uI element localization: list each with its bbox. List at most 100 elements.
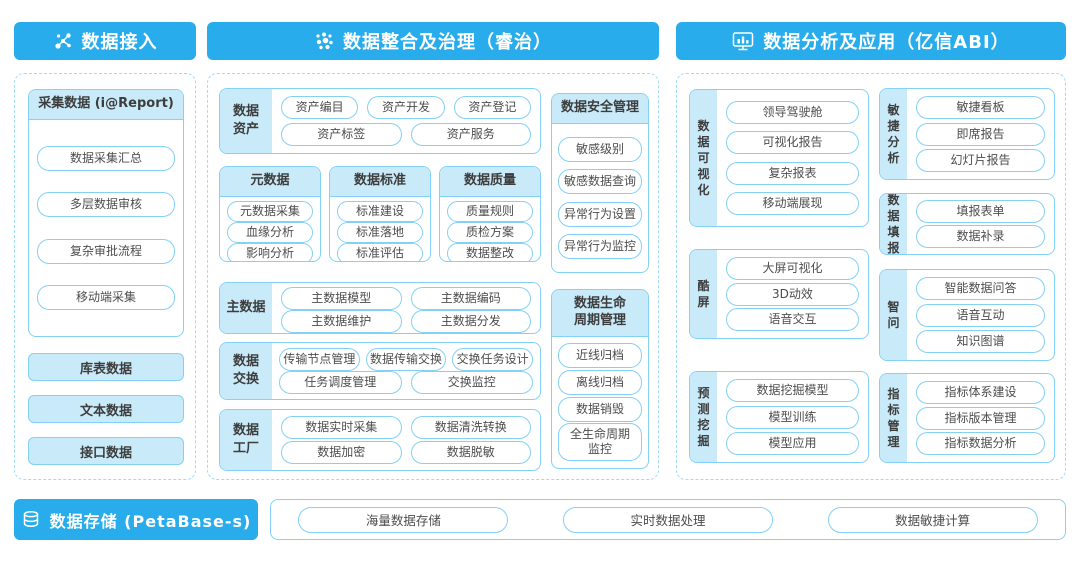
item-pill: 异常行为监控: [558, 234, 642, 260]
analysis-panel: 数据可视化 领导驾驶舱 可视化报告 复杂报表 移动端展现 酷屏 大屏可视化 3D…: [676, 73, 1066, 480]
analysis-title: 数据分析及应用（亿信ABI）: [763, 32, 1010, 53]
item-pill: 主数据编码: [410, 287, 531, 310]
smart-ask-group: 智问 智能数据问答 语音互动 知识图谱: [879, 269, 1055, 361]
item-pill: 移动端展现: [726, 191, 859, 215]
item-pill: 质检方案: [447, 221, 533, 243]
item-pill: 数据实时采集: [281, 416, 402, 439]
master-data-group: 主数据 主数据模型 主数据编码 主数据维护 主数据分发: [219, 282, 541, 334]
item-pill: 复杂审批流程: [37, 238, 175, 264]
item-pill: 数据销毁: [558, 396, 642, 422]
item-pill: 知识图谱: [916, 329, 1045, 353]
item-pill: 可视化报告: [726, 131, 859, 155]
lifecycle-title: 数据生命 周期管理: [552, 290, 648, 337]
item-pill: 数据整改: [447, 242, 533, 261]
cool-screen-items: 大屏可视化 3D动效 语音交互: [717, 250, 868, 338]
governance-title: 数据整合及治理（睿治）: [343, 32, 552, 53]
metadata-title: 元数据: [220, 167, 320, 197]
item-pill: 标准建设: [337, 200, 423, 222]
cool-screen-label: 酷屏: [690, 250, 717, 338]
item-pill: 数据挖掘模型: [726, 379, 859, 403]
storage-item: 数据敏捷计算: [827, 506, 1038, 533]
data-security-box: 数据安全管理 敏感级别 敏感数据查询 异常行为设置 异常行为监控: [551, 93, 649, 273]
smart-ask-label: 智问: [880, 270, 907, 360]
monitor-chart-icon: [733, 32, 754, 51]
item-pill: 移动端采集: [37, 285, 175, 311]
data-visualization-group: 数据可视化 领导驾驶舱 可视化报告 复杂报表 移动端展现: [689, 89, 869, 227]
data-standard-title: 数据标准: [330, 167, 430, 197]
cool-screen-group: 酷屏 大屏可视化 3D动效 语音交互: [689, 249, 869, 339]
item-pill: 模型训练: [726, 405, 859, 429]
metric-management-items: 指标体系建设 指标版本管理 指标数据分析: [907, 374, 1054, 462]
data-filling-items: 填报表单 数据补录: [907, 194, 1054, 254]
network-icon: [54, 33, 71, 49]
storage-item: 实时数据处理: [562, 506, 773, 533]
item-pill: 资产标签: [281, 122, 402, 146]
item-pill: 敏感级别: [558, 136, 642, 162]
item-pill: 3D动效: [726, 282, 859, 306]
database-icon: [23, 510, 38, 527]
item-pill: 数据采集汇总: [37, 145, 175, 171]
item-pill: 近线归档: [558, 343, 642, 369]
item-pill: 数据清洗转换: [410, 416, 531, 439]
governance-header: 数据整合及治理（睿治）: [207, 22, 659, 60]
predict-mining-items: 数据挖掘模型 模型训练 模型应用: [717, 372, 868, 462]
item-pill: 资产编目: [281, 96, 359, 120]
item-pill: 异常行为设置: [558, 201, 642, 227]
data-exchange-label: 数据 交换: [220, 343, 272, 399]
item-pill: 智能数据问答: [916, 277, 1045, 301]
source-item-table: 库表数据: [28, 353, 184, 381]
item-pill: 交换任务设计: [452, 347, 534, 371]
item-pill: 资产开发: [367, 96, 445, 120]
item-pill: 指标体系建设: [916, 380, 1045, 404]
item-pill: 元数据采集: [227, 200, 313, 222]
item-pill: 数据加密: [281, 441, 402, 464]
item-pill: 主数据维护: [281, 310, 402, 333]
collect-data-title: 采集数据 (i@Report): [29, 90, 183, 120]
lifecycle-box: 数据生命 周期管理 近线归档 离线归档 数据销毁 全生命周期 监控: [551, 289, 649, 469]
agile-analysis-items: 敏捷看板 即席报告 幻灯片报告: [907, 89, 1054, 179]
agile-analysis-group: 敏捷分析 敏捷看板 即席报告 幻灯片报告: [879, 88, 1055, 180]
item-pill: 资产服务: [410, 122, 531, 146]
dots-cluster-icon: [316, 32, 333, 50]
metric-management-label: 指标管理: [880, 374, 907, 462]
data-access-panel: 采集数据 (i@Report) 数据采集汇总 多层数据审核 复杂审批流程 移动端…: [14, 73, 196, 480]
item-pill: 血缘分析: [227, 221, 313, 243]
data-quality-box: 数据质量 质量规则 质检方案 数据整改: [439, 166, 541, 262]
item-pill: 语音交互: [726, 308, 859, 332]
data-asset-items: 资产编目 资产开发 资产登记 资产标签 资产服务: [272, 89, 540, 153]
source-item-text: 文本数据: [28, 395, 184, 423]
storage-item: 海量数据存储: [298, 506, 509, 533]
analysis-header: 数据分析及应用（亿信ABI）: [676, 22, 1066, 60]
item-pill: 填报表单: [916, 200, 1045, 223]
source-item-api: 接口数据: [28, 437, 184, 465]
predict-mining-group: 预测挖掘 数据挖掘模型 模型训练 模型应用: [689, 371, 869, 463]
storage-items-container: 海量数据存储 实时数据处理 数据敏捷计算: [270, 499, 1066, 540]
data-visualization-label: 数据可视化: [690, 90, 717, 226]
item-pill: 资产登记: [453, 96, 531, 120]
data-access-title: 数据接入: [81, 32, 158, 53]
item-pill: 复杂报表: [726, 161, 859, 185]
item-pill: 指标数据分析: [916, 432, 1045, 456]
agile-analysis-label: 敏捷分析: [880, 89, 907, 179]
item-pill: 语音互动: [916, 303, 1045, 327]
metric-management-group: 指标管理 指标体系建设 指标版本管理 指标数据分析: [879, 373, 1055, 463]
metadata-box: 元数据 元数据采集 血缘分析 影响分析: [219, 166, 321, 262]
data-access-header: 数据接入: [14, 22, 196, 60]
item-pill: 数据脱敏: [410, 441, 531, 464]
data-quality-title: 数据质量: [440, 167, 540, 197]
item-pill: 全生命周期 监控: [558, 423, 642, 462]
data-standard-box: 数据标准 标准建设 标准落地 标准评估: [329, 166, 431, 262]
item-pill: 数据补录: [916, 225, 1045, 248]
item-pill: 幻灯片报告: [916, 148, 1045, 172]
collect-data-items: 数据采集汇总 多层数据审核 复杂审批流程 移动端采集: [29, 120, 183, 336]
data-filling-label: 数据填报: [880, 194, 907, 254]
item-pill: 领导驾驶舱: [726, 101, 859, 125]
item-pill: 标准评估: [337, 242, 423, 261]
data-factory-group: 数据 工厂 数据实时采集 数据清洗转换 数据加密 数据脱敏: [219, 409, 541, 471]
governance-panel: 数据 资产 资产编目 资产开发 资产登记 资产标签 资产服务 元数据 元数据采集…: [207, 73, 659, 480]
data-security-title: 数据安全管理: [552, 94, 648, 124]
master-data-items: 主数据模型 主数据编码 主数据维护 主数据分发: [272, 283, 540, 333]
item-pill: 任务调度管理: [279, 371, 402, 395]
item-pill: 主数据模型: [281, 287, 402, 310]
